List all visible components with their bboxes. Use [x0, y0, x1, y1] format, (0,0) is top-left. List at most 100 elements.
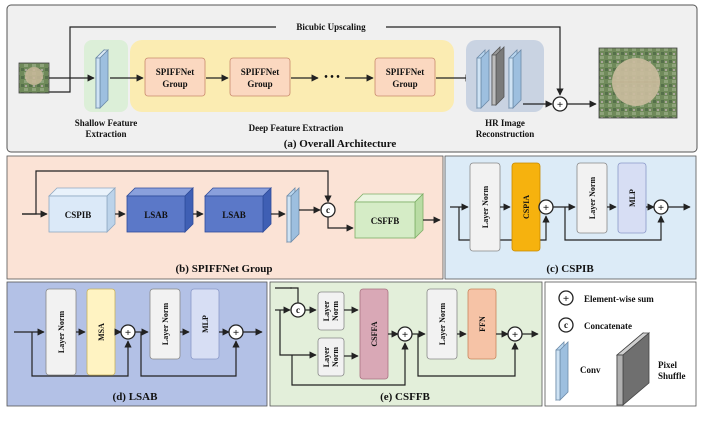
- csffb-panel-bg: [269, 281, 543, 407]
- legend-conv-label: Conv: [580, 365, 601, 375]
- overall-architecture-panel: Bicubic Upscaling Shallow Feature Extrac…: [6, 4, 698, 153]
- lsab-panel: Layer Norm MSA + Layer Norm MLP + (d) L: [6, 281, 268, 407]
- shallow-feature-label-2: Extraction: [86, 129, 127, 139]
- bicubic-skip-line: [45, 26, 564, 96]
- reconstruction-conv-icon-2: [508, 49, 522, 109]
- cspib-layer-norm-2: Layer Norm: [576, 162, 608, 234]
- spiffnet-group-label: Group: [247, 79, 272, 89]
- sum-symbol: +: [543, 202, 549, 214]
- cspib-mlp-block: MLP: [617, 162, 647, 234]
- lsab-label: LSAB: [144, 210, 168, 220]
- ffn-label: FFN: [478, 316, 487, 332]
- group-caption: (b) SPIFFNet Group: [176, 263, 273, 275]
- lsab-caption: (d) LSAB: [113, 391, 159, 403]
- lsab-sum-1: +: [120, 324, 136, 340]
- layer-norm-label: Layer: [322, 300, 331, 321]
- csffb-layer-norm-b: Layer Norm: [317, 337, 345, 377]
- sum-symbol: +: [658, 202, 664, 214]
- csffb-sum-1: +: [397, 326, 413, 342]
- csffa-label: CSFFA: [370, 321, 379, 346]
- sum-symbol: +: [125, 327, 131, 339]
- cspib-sum-1: +: [538, 199, 554, 215]
- pixel-shuffle-icon: [491, 46, 505, 106]
- svg-text:+: +: [557, 99, 563, 111]
- legend-concat-label: Concatenate: [584, 321, 632, 331]
- mlp-label: MLP: [201, 315, 210, 333]
- spiffnet-group-panel: CSPIB LSAB LSAB c: [6, 155, 444, 280]
- reconstruction-label-1: HR Image: [485, 118, 525, 128]
- csffb-concat-icon: c: [290, 302, 306, 318]
- sum-symbol: +: [402, 329, 408, 341]
- concat-icon: c: [320, 202, 336, 218]
- sum-symbol: +: [512, 329, 518, 341]
- lsab-layer-norm-2: Layer Norm: [149, 288, 181, 360]
- layer-norm-label: Norm: [331, 347, 340, 367]
- deep-feature-label: Deep Feature Extraction: [249, 123, 344, 133]
- spiffnet-group-block-3: SPIFFNet Group: [374, 57, 436, 97]
- legend-pixel-shuffle-icon: [615, 332, 651, 406]
- lsab-label: LSAB: [222, 210, 246, 220]
- layer-norm-label: Layer: [322, 346, 331, 367]
- output-image: [598, 47, 678, 119]
- spiffnet-group-label: SPIFFNet: [156, 67, 195, 77]
- lsab-block-2: LSAB: [204, 187, 272, 233]
- legend-pixel-label-1: Pixel: [658, 360, 677, 370]
- cspib-layer-norm-1: Layer Norm: [469, 162, 501, 252]
- lsab-sum-2: +: [228, 324, 244, 340]
- cspib-sum-2: +: [653, 199, 669, 215]
- reconstruction-label-2: Reconstruction: [476, 129, 535, 139]
- layer-norm-label: Layer Norm: [481, 186, 490, 229]
- cspib-block: CSPIB: [48, 187, 116, 233]
- cspib-panel: Layer Norm CSPIA + Layer Norm MLP + (c): [444, 155, 697, 280]
- lsab-mlp-block: MLP: [190, 288, 220, 360]
- concat-symbol: c: [326, 205, 330, 215]
- sum-symbol: +: [233, 327, 239, 339]
- group-conv-icon: [286, 187, 300, 243]
- lsab-layer-norm-1: Layer Norm: [45, 288, 77, 376]
- reconstruction-conv-icon: [476, 49, 490, 109]
- input-image: [18, 62, 50, 94]
- csffb-panel: c Layer Norm Layer Norm CSFFA +: [269, 281, 543, 407]
- cspia-block: CSPIA: [511, 162, 541, 252]
- spiffnet-group-label: SPIFFNet: [241, 67, 280, 77]
- concat-symbol: c: [296, 305, 300, 315]
- shallow-feature-label-1: Shallow Feature: [75, 118, 138, 128]
- overall-caption: (a) Overall Architecture: [284, 138, 397, 150]
- legend-sum-icon: +: [558, 290, 574, 306]
- spiffnet-group-label: Group: [162, 79, 187, 89]
- legend-sum-label: Element-wise sum: [584, 294, 654, 304]
- csffb-caption: (e) CSFFB: [380, 391, 430, 403]
- shallow-conv-icon: [95, 49, 109, 109]
- ffn-block: FFN: [467, 288, 497, 360]
- legend-conv-icon: [555, 341, 569, 401]
- deep-feature-bg: [130, 40, 454, 112]
- csffb-sum-2: +: [507, 326, 523, 342]
- layer-norm-label: Layer Norm: [161, 303, 170, 346]
- sum-symbol: +: [563, 293, 569, 305]
- ellipsis-dots: • • •: [324, 72, 340, 83]
- concat-symbol: c: [564, 320, 568, 330]
- sum-icon: +: [552, 96, 568, 112]
- spiffnet-group-label: Group: [392, 79, 417, 89]
- csffb-block: CSFFB: [354, 193, 424, 239]
- csffa-block: CSFFA: [359, 288, 389, 380]
- cspib-label: CSPIB: [65, 210, 92, 220]
- bicubic-upscaling-label: Bicubic Upscaling: [296, 22, 366, 32]
- csffb-layer-norm-a: Layer Norm: [317, 291, 345, 331]
- legend-pixel-label-2: Shuffle: [658, 371, 686, 381]
- layer-norm-label: Layer Norm: [588, 177, 597, 220]
- layer-norm-label: Layer Norm: [438, 303, 447, 346]
- legend-panel: + Element-wise sum c Concatenate Conv Pi…: [544, 281, 697, 407]
- legend-concat-icon: c: [558, 317, 574, 333]
- msa-label: MSA: [97, 323, 106, 341]
- spiffnet-group-label: SPIFFNet: [386, 67, 425, 77]
- cspia-label: CSPIA: [522, 195, 531, 219]
- cspib-caption: (c) CSPIB: [546, 263, 594, 275]
- csffb-label: CSFFB: [371, 216, 400, 226]
- csffb-layer-norm-c: Layer Norm: [426, 288, 458, 360]
- msa-block: MSA: [86, 288, 116, 376]
- spiffnet-group-block-2: SPIFFNet Group: [229, 57, 291, 97]
- lsab-block-1: LSAB: [126, 187, 194, 233]
- layer-norm-label: Layer Norm: [57, 311, 66, 354]
